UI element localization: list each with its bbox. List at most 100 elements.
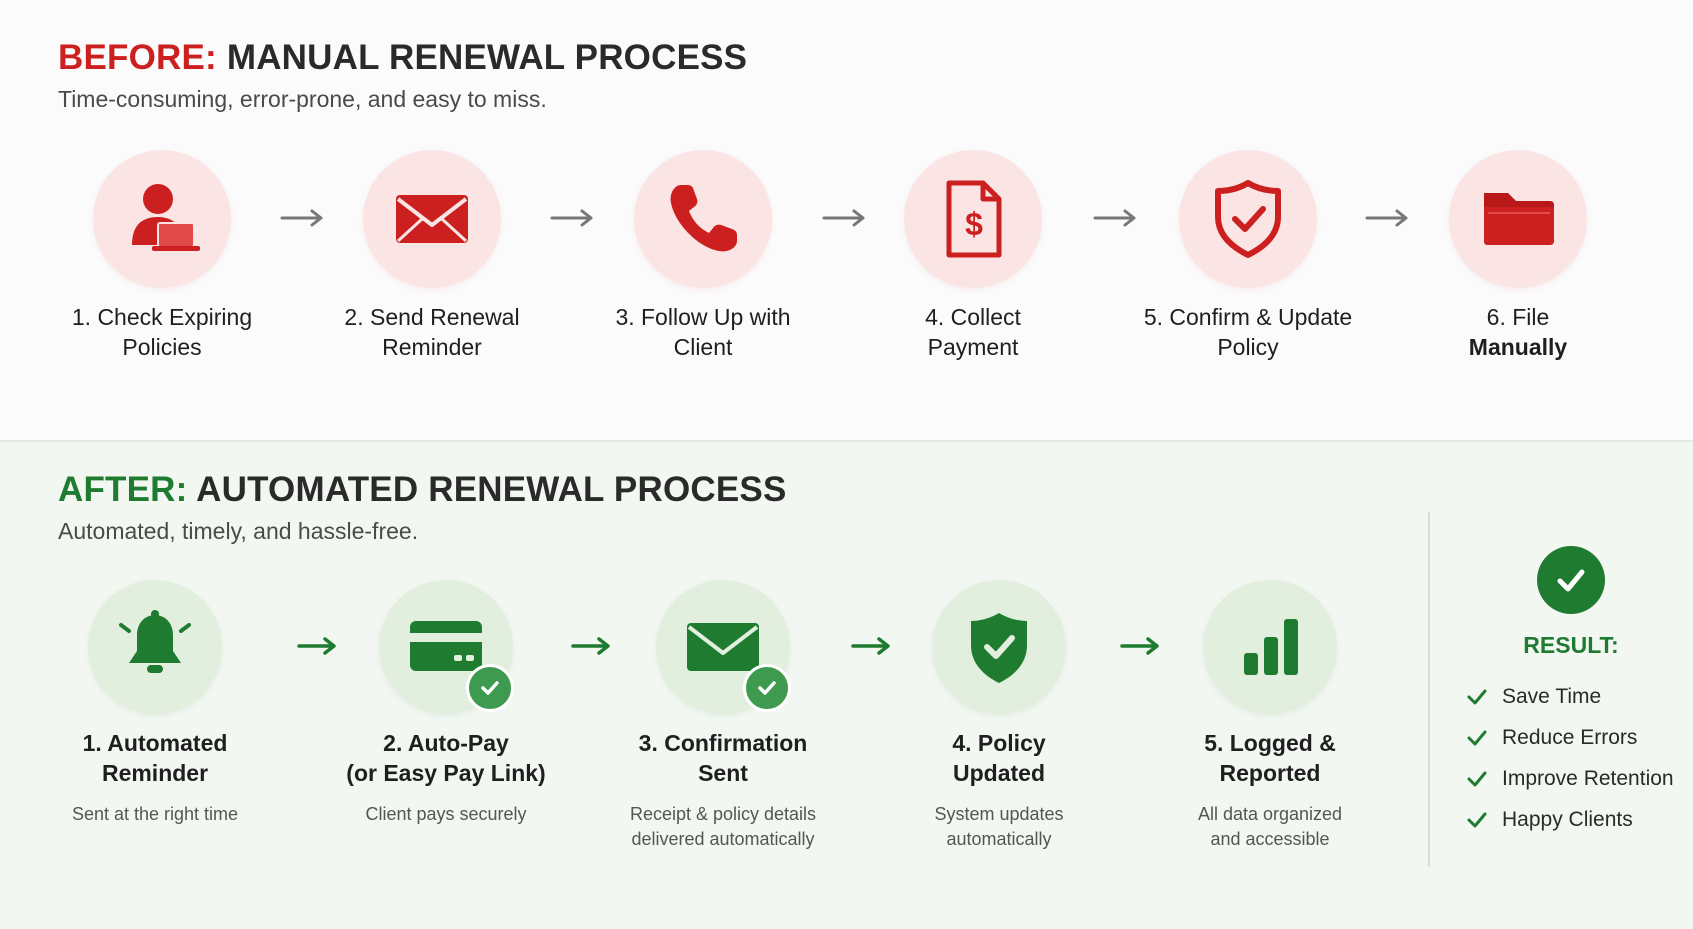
after-step-logged-reported: 5. Logged & Reported All data organized … (1140, 580, 1400, 870)
arrow-right-icon (1120, 637, 1159, 655)
before-step-label-line2: Reminder (382, 334, 482, 360)
after-step-desc-line2: delivered automatically (631, 829, 815, 849)
before-step-label: 1. Check Expiring Policies (32, 302, 292, 362)
arrow-right-icon (297, 637, 336, 655)
before-step-label-line2: Policies (122, 334, 202, 360)
after-step-label: 3. Confirmation Sent (593, 728, 853, 788)
after-section: AFTER: AUTOMATED RENEWAL PROCESS Automat… (0, 442, 1693, 929)
before-step-label-line1: 5. Confirm & Update (1143, 304, 1353, 330)
shield-check-icon (971, 613, 1027, 683)
before-title: BEFORE: MANUAL RENEWAL PROCESS (58, 38, 747, 78)
arrow-right-icon (571, 637, 610, 655)
before-step-icon-circle (363, 150, 501, 288)
check-badge-icon (466, 664, 514, 712)
after-step-label-line2: Reported (1219, 760, 1321, 786)
after-step-description: Receipt & policy details delivered autom… (593, 802, 853, 852)
after-step-label: 4. Policy Updated (869, 728, 1129, 788)
checkmark-icon (1467, 812, 1487, 828)
after-step-desc-line1: System updates (934, 804, 1064, 824)
after-step-label: 5. Logged & Reported (1140, 728, 1400, 788)
result-item-label: Reduce Errors (1502, 726, 1638, 749)
after-title-text: AUTOMATED RENEWAL PROCESS (196, 470, 787, 509)
result-separator (1428, 512, 1430, 867)
after-step-icon-circle (88, 580, 222, 714)
after-step-desc-line2: and accessible (1210, 829, 1330, 849)
result-item: Happy Clients (1466, 805, 1633, 835)
before-step-label-line1: 2. Send Renewal (344, 304, 520, 330)
after-step-description: All data organized and accessible (1140, 802, 1400, 852)
after-step-label-line1: 4. Policy (952, 730, 1046, 756)
arrow-right-icon (1365, 209, 1408, 227)
before-step-label-line1: 6. File (1486, 304, 1550, 330)
before-step-label-line1: 4. Collect (925, 304, 1021, 330)
before-step-label-line1: 3. Follow Up with (615, 304, 791, 330)
after-step-desc-line2: automatically (946, 829, 1052, 849)
envelope-icon (687, 623, 759, 671)
arrow-right-icon (550, 209, 593, 227)
checkmark-icon (1467, 730, 1487, 746)
checkmark-icon (1467, 689, 1487, 705)
bell-icon (119, 610, 191, 673)
result-item-label: Save Time (1502, 685, 1602, 708)
before-step-label-line2: Client (673, 334, 733, 360)
before-step-file-manually: 6. File Manually (1388, 150, 1648, 370)
folder-icon (1484, 193, 1554, 245)
check-badge-icon (743, 664, 791, 712)
result-item: Reduce Errors (1466, 723, 1637, 753)
before-step-follow-up: 3. Follow Up with Client (573, 150, 833, 370)
before-step-check-expiring: 1. Check Expiring Policies (32, 150, 292, 370)
svg-text:$: $ (965, 206, 983, 242)
after-step-label-line1: 1. Automated (82, 730, 228, 756)
before-step-label-line1: 1. Check Expiring (71, 304, 253, 330)
after-step-label-line2: Reminder (101, 760, 209, 786)
before-step-label: 3. Follow Up with Client (573, 302, 833, 362)
after-step-label-line2: Sent (698, 760, 748, 786)
section-divider (0, 440, 1693, 442)
arrow-right-icon (280, 209, 323, 227)
after-step-icon-circle (656, 580, 790, 714)
before-step-collect-payment: $ 4. Collect Payment (843, 150, 1103, 370)
before-step-label-line2: Policy (1217, 334, 1279, 360)
arrow-right-icon (1093, 209, 1136, 227)
after-step-description: System updates automatically (869, 802, 1129, 852)
after-step-label-line2: (or Easy Pay Link) (346, 760, 546, 786)
result-item-label: Improve Retention (1502, 767, 1674, 790)
before-step-icon-circle: $ (904, 150, 1042, 288)
after-step-icon-circle (379, 580, 513, 714)
after-step-label-line1: 2. Auto-Pay (383, 730, 509, 756)
before-step-label: 6. File Manually (1388, 302, 1648, 362)
checkmark-icon (1467, 771, 1487, 787)
before-step-label-line2: Manually (1468, 334, 1568, 360)
before-step-send-renewal: 2. Send Renewal Reminder (302, 150, 562, 370)
after-step-auto-pay: 2. Auto-Pay (or Easy Pay Link) Client pa… (316, 580, 576, 870)
bar-chart-icon (1244, 619, 1298, 675)
after-step-desc-line1: All data organized (1197, 804, 1343, 824)
phone-icon (670, 185, 737, 252)
after-step-label-line1: 5. Logged & (1204, 730, 1336, 756)
result-title: RESULT: (1523, 632, 1619, 658)
arrow-right-icon (822, 209, 865, 227)
after-step-label: 1. Automated Reminder (25, 728, 285, 788)
credit-card-icon (410, 621, 482, 671)
result-item: Improve Retention (1466, 764, 1674, 794)
before-step-icon-circle (1449, 150, 1587, 288)
before-step-label: 2. Send Renewal Reminder (302, 302, 562, 362)
before-title-tag: BEFORE: (58, 38, 217, 77)
result-check-icon (1537, 546, 1605, 614)
after-step-label: 2. Auto-Pay (or Easy Pay Link) (316, 728, 576, 788)
before-step-label-line2: Payment (927, 334, 1019, 360)
user-laptop-icon (132, 184, 200, 251)
before-section: BEFORE: MANUAL RENEWAL PROCESS Time-cons… (0, 0, 1693, 440)
before-subtitle: Time-consuming, error-prone, and easy to… (58, 86, 547, 112)
before-step-icon-circle (634, 150, 772, 288)
shield-check-icon (1215, 180, 1281, 258)
arrow-right-icon (851, 637, 890, 655)
after-step-label-line1: 3. Confirmation (638, 730, 808, 756)
result-item-label: Happy Clients (1502, 808, 1633, 831)
after-step-icon-circle (1203, 580, 1337, 714)
after-step-desc-line1: Client pays securely (365, 804, 527, 824)
result-item: Save Time (1466, 682, 1601, 712)
before-step-confirm-update: 5. Confirm & Update Policy (1118, 150, 1378, 370)
after-step-automated-reminder: 1. Automated Reminder Sent at the right … (25, 580, 285, 870)
